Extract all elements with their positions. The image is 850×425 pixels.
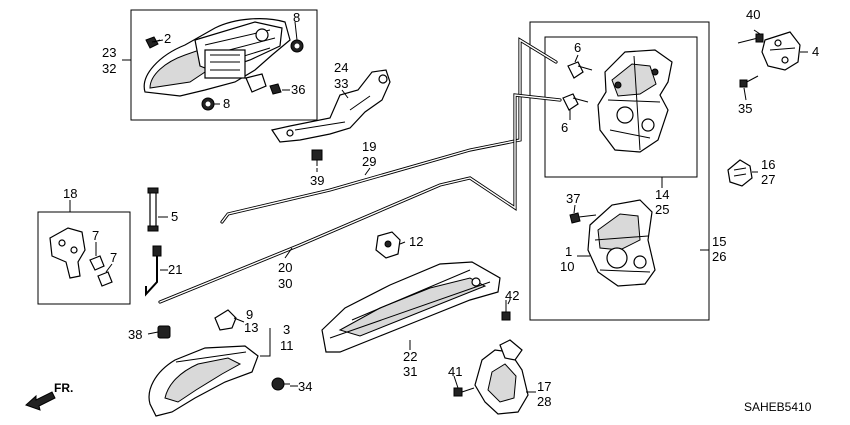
callout-21: 21	[168, 262, 182, 277]
screw-40	[737, 33, 764, 44]
callout-22: 22	[403, 349, 417, 364]
inner-handle-bracket	[321, 261, 501, 353]
callout-10: 10	[560, 259, 574, 274]
clip-7a	[89, 255, 105, 271]
callout-12: 12	[409, 234, 423, 249]
callout-38: 38	[128, 327, 142, 342]
outer-handle-part	[143, 18, 291, 97]
latch-assembly-box	[529, 21, 710, 321]
callout-7b: 7	[110, 250, 117, 265]
callout-26: 26	[712, 249, 726, 264]
callout-28: 28	[537, 394, 551, 409]
screw-2	[145, 36, 164, 49]
grommet-8b	[201, 97, 215, 111]
clip-6a	[567, 61, 593, 79]
screw-41	[453, 387, 475, 397]
clip-part	[245, 73, 267, 93]
callout-24: 24	[334, 60, 348, 75]
screw-37	[569, 212, 597, 224]
callout-36: 36	[291, 82, 305, 97]
callout-30: 30	[278, 276, 292, 291]
callout-29: 29	[362, 154, 376, 169]
callout-9: 9	[246, 307, 253, 322]
callout-6a: 6	[574, 40, 581, 55]
callout-8b: 8	[223, 96, 230, 111]
callout-3: 3	[283, 322, 290, 337]
callout-23: 23	[102, 45, 116, 60]
grommet-8a	[290, 39, 304, 53]
clip-6b	[562, 93, 589, 111]
rod-19-29	[220, 37, 558, 224]
callout-35: 35	[738, 101, 752, 116]
callout-11: 11	[280, 338, 294, 353]
callout-39: 39	[310, 173, 324, 188]
screw-42	[501, 300, 511, 321]
callout-32: 32	[102, 61, 116, 76]
callout-25: 25	[655, 202, 669, 217]
callout-41: 41	[448, 364, 462, 379]
bracket-part	[271, 69, 391, 143]
callout-40: 40	[746, 7, 760, 22]
striker-part	[761, 31, 801, 71]
rod-guide-box	[37, 211, 131, 305]
callout-1: 1	[565, 244, 572, 259]
callout-14: 14	[655, 187, 669, 202]
latch-part-upper	[597, 49, 673, 153]
screw-35	[739, 75, 759, 88]
rod-21	[145, 245, 162, 297]
callout-20: 20	[278, 260, 292, 275]
callout-37: 37	[566, 191, 580, 206]
callout-42: 42	[505, 288, 519, 303]
front-direction-arrow-icon: FR.	[25, 381, 73, 411]
callout-6b: 6	[561, 120, 568, 135]
latch-part-lower	[587, 199, 656, 287]
callout-2: 2	[164, 31, 171, 46]
clip-38	[157, 325, 171, 339]
callout-5: 5	[171, 209, 178, 224]
diagram-code: SAHEB5410	[744, 400, 812, 414]
callout-15: 15	[712, 234, 726, 249]
callout-17: 17	[537, 379, 551, 394]
callout-16: 16	[761, 157, 775, 172]
callout-labels: 23 32 2 8 8 36 24 33 19 29 39 6 6 14 25 …	[63, 7, 819, 409]
callout-33: 33	[334, 76, 348, 91]
rod-guide-part	[49, 227, 86, 279]
cover-17-28	[474, 339, 529, 415]
leader-lines	[69, 21, 808, 393]
callout-31: 31	[403, 364, 417, 379]
rod-20-30	[158, 93, 562, 304]
callout-7a: 7	[92, 228, 99, 243]
callout-8a: 8	[293, 10, 300, 25]
callout-13: 13	[244, 320, 258, 335]
bolt-5	[147, 187, 159, 232]
callout-34: 34	[298, 379, 312, 394]
front-direction-label: FR.	[54, 381, 73, 395]
clip-9-13	[214, 309, 237, 331]
clip-12	[375, 231, 401, 259]
cap-16-27	[727, 159, 753, 187]
outer-handle-box	[130, 9, 318, 121]
callout-18: 18	[63, 186, 77, 201]
callout-27: 27	[761, 172, 775, 187]
bolt-39	[311, 149, 323, 166]
clip-7b	[97, 271, 113, 287]
screw-34	[271, 377, 290, 391]
callout-4: 4	[812, 44, 819, 59]
screw-36	[269, 83, 282, 95]
callout-19: 19	[362, 139, 376, 154]
inside-handle-part	[148, 345, 259, 417]
